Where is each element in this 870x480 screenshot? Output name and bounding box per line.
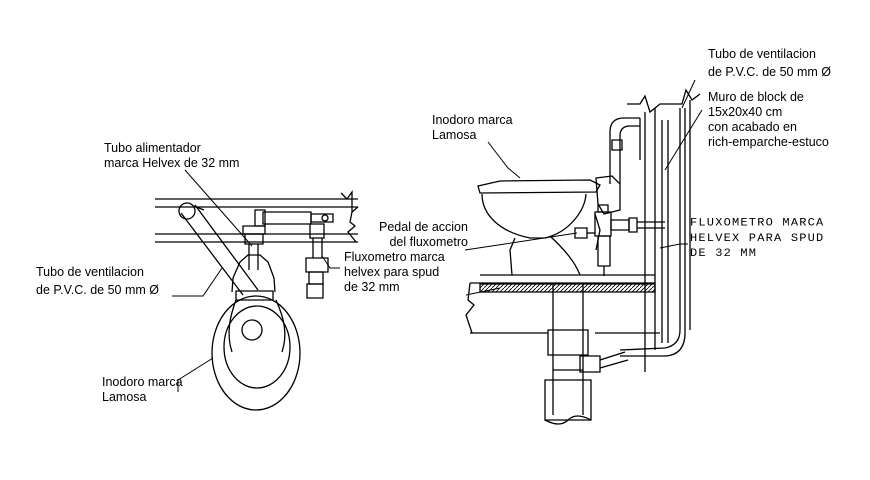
plan-supply-pipe <box>243 210 333 270</box>
label-ventilacion-right: Tubo de ventilacion de P.V.C. de 50 mm Ø <box>708 47 831 80</box>
plan-toilet <box>212 255 300 410</box>
floor-slab <box>466 275 660 333</box>
label-inodoro-left: Inodoro marca Lamosa <box>102 375 183 405</box>
plan-fluxometer <box>306 224 328 298</box>
label-line: Tubo de ventilacion <box>708 47 816 61</box>
label-line: de 32 mm <box>344 280 400 294</box>
label-line: con acabado en <box>708 120 797 134</box>
label-inodoro-right: Inodoro marca Lamosa <box>432 113 513 143</box>
label-muro: Muro de block de 15x20x40 cm con acabado… <box>708 90 829 150</box>
section-view <box>466 90 700 424</box>
label-line: DE 32 MM <box>690 246 758 260</box>
label-line: marca Helvex de 32 mm <box>104 156 240 170</box>
label-line: FLUXOMETRO MARCA <box>690 216 825 230</box>
label-line: de P.V.C. de 50 mm Ø <box>36 283 159 297</box>
label-fluxometro-left: Fluxometro marca helvex para spud de 32 … <box>344 250 445 295</box>
section-supply-pipe <box>610 118 640 184</box>
label-line: Tubo alimentador <box>104 141 201 155</box>
label-line: Pedal de accion <box>379 220 468 234</box>
label-tubo-alimentador: Tubo alimentador marca Helvex de 32 mm <box>104 141 239 171</box>
label-line: HELVEX PARA SPUD <box>690 231 825 245</box>
label-line: helvex para spud <box>344 265 440 279</box>
section-fluxometer <box>575 205 665 276</box>
label-line: del fluxometro <box>389 235 468 249</box>
label-line: de P.V.C. de 50 mm Ø <box>708 65 831 79</box>
leader-lines <box>172 80 702 392</box>
drain-pipe <box>545 283 628 424</box>
label-line: Lamosa <box>432 128 477 142</box>
label-line: 15x20x40 cm <box>708 105 783 119</box>
label-line: rich-emparche-estuco <box>708 135 829 149</box>
section-toilet <box>478 176 620 275</box>
label-line: Fluxometro marca <box>344 250 445 264</box>
block-wall <box>627 90 700 372</box>
label-line: Inodoro marca <box>432 113 513 127</box>
label-ventilacion-left: Tubo de ventilacion de P.V.C. de 50 mm Ø <box>36 265 159 298</box>
label-line: Muro de block de <box>708 90 804 104</box>
label-line: Tubo de ventilacion <box>36 265 144 279</box>
label-pedal: Pedal de accion del fluxometro <box>379 220 468 250</box>
label-line: Lamosa <box>102 390 147 404</box>
plan-view <box>155 192 358 410</box>
label-fluxometro-right: FLUXOMETRO MARCA HELVEX PARA SPUD DE 32 … <box>690 217 824 260</box>
plan-vent-pipe <box>179 203 258 295</box>
label-line: Inodoro marca <box>102 375 183 389</box>
